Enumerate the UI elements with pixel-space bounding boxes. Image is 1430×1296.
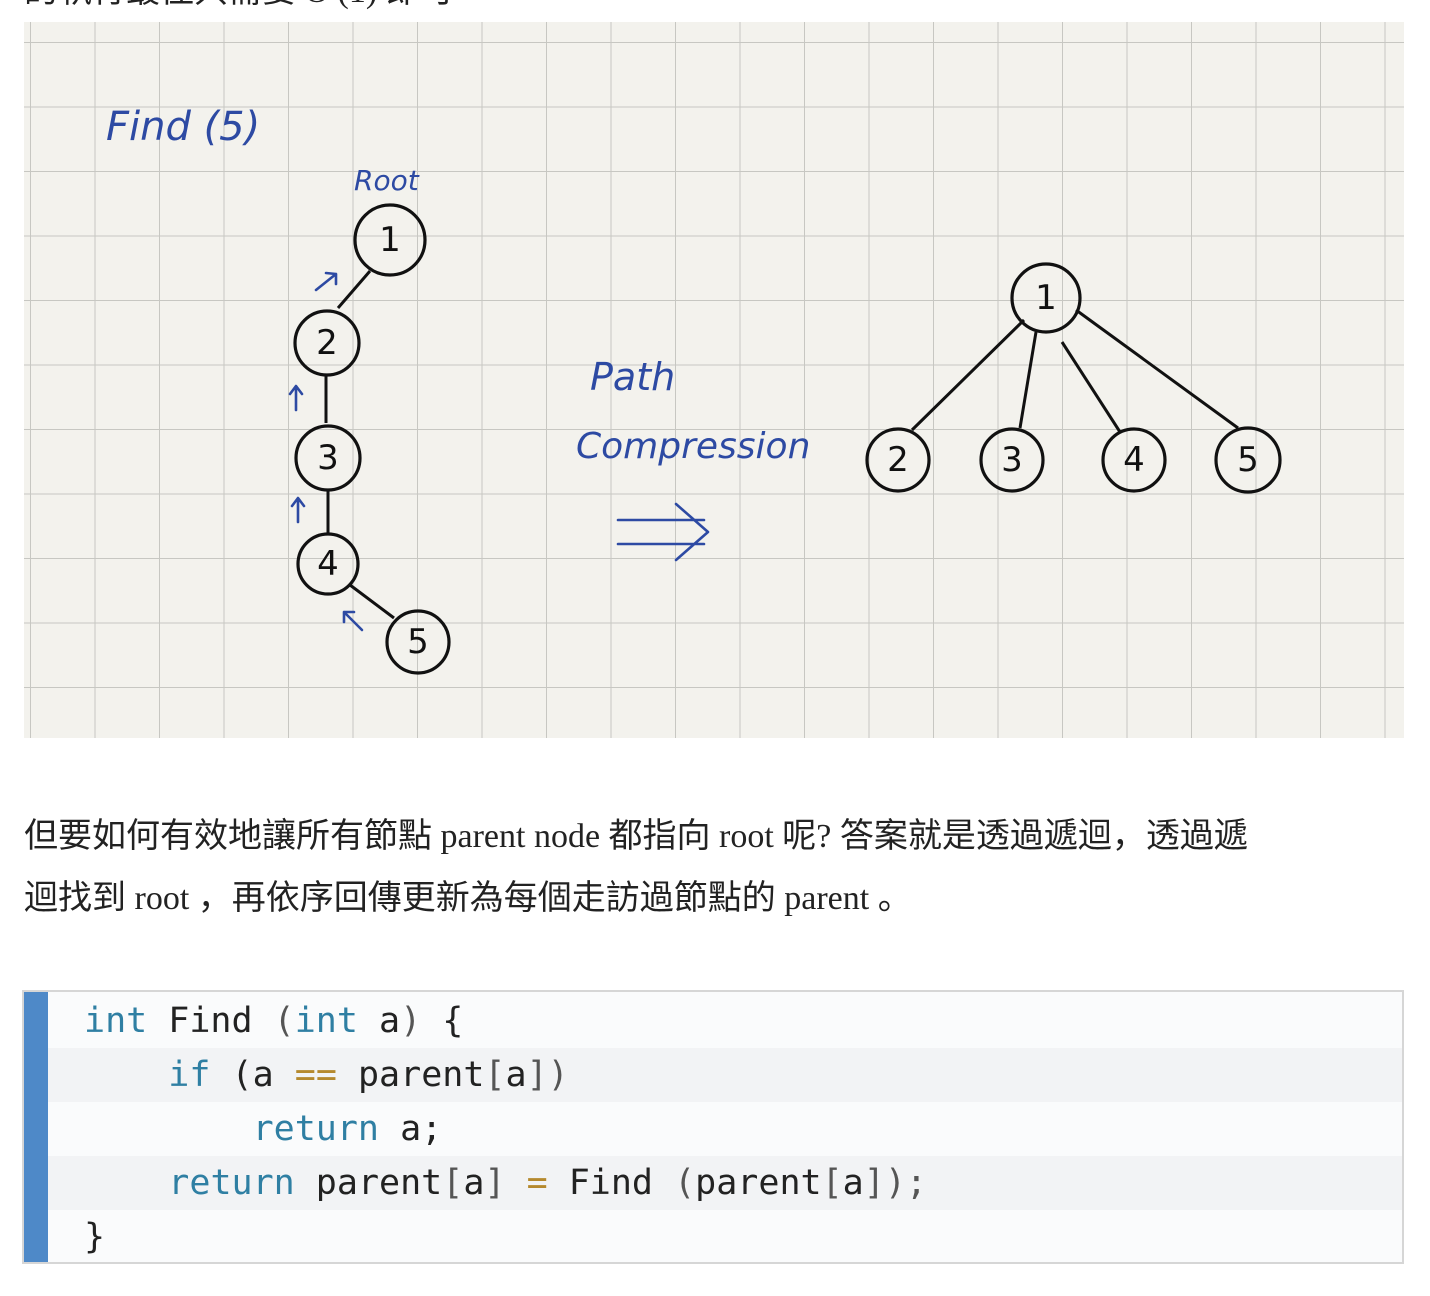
svg-text:3: 3 <box>317 438 339 478</box>
code-accent-bar <box>24 992 48 1262</box>
compression-label: Compression <box>576 426 810 467</box>
left-node-3: 3 <box>294 424 362 492</box>
figure-title: Find (5) <box>106 104 260 150</box>
code-line-2: if (a == parent[a]) <box>48 1048 1402 1102</box>
code-line-4: return parent[a] = Find (parent[a]); <box>48 1156 1402 1210</box>
edge-r1-2 <box>910 318 1026 432</box>
svg-text:4: 4 <box>1123 440 1145 480</box>
double-arrow-icon <box>616 502 710 562</box>
svg-text:2: 2 <box>887 440 909 480</box>
right-node-3: 3 <box>979 427 1045 493</box>
code-line-3: return a; <box>252 1109 443 1149</box>
left-node-1: 1 <box>353 203 427 277</box>
left-node-2: 2 <box>293 309 361 377</box>
path-label: Path <box>590 355 675 399</box>
edge-1-2 <box>336 270 372 309</box>
code-line-1: int Find (int a) { <box>84 1001 464 1041</box>
svg-text:5: 5 <box>1237 440 1259 480</box>
arrow-up-icon <box>288 384 304 412</box>
svg-text:3: 3 <box>1001 440 1023 480</box>
edge-r1-3 <box>1018 331 1038 429</box>
svg-text:2: 2 <box>316 323 338 363</box>
right-node-5: 5 <box>1214 426 1282 494</box>
arrow-up-right-icon <box>314 271 338 292</box>
figure-drawing: Find (5) Root 1 2 3 4 5 <box>106 104 1282 675</box>
edge-4-5 <box>349 583 395 620</box>
right-node-1: 1 <box>1010 262 1082 334</box>
code-line-5: } <box>84 1217 106 1257</box>
edge-r1-5 <box>1075 308 1239 430</box>
left-node-4: 4 <box>296 532 360 596</box>
svg-text:4: 4 <box>317 544 339 584</box>
svg-text:1: 1 <box>379 220 401 260</box>
code-block: int Find (int a) { if (a == parent[a]) r… <box>22 990 1404 1264</box>
arrow-up-left-icon <box>342 610 364 632</box>
root-label: Root <box>354 164 420 197</box>
edge-r1-4 <box>1060 341 1122 433</box>
left-node-5: 5 <box>385 609 451 675</box>
arrow-up-icon <box>290 496 306 524</box>
top-text-fragment: 的執行最佳只需要 O (1) 即可 <box>24 0 454 12</box>
explanation-paragraph: 但要如何有效地讓所有節點 parent node 都指向 root 呢? 答案就… <box>24 806 1394 930</box>
right-node-2: 2 <box>865 427 931 493</box>
path-compression-figure: Find (5) Root 1 2 3 4 5 <box>24 22 1404 738</box>
svg-text:1: 1 <box>1035 278 1057 318</box>
right-node-4: 4 <box>1101 427 1167 493</box>
svg-text:5: 5 <box>407 622 429 662</box>
paragraph-line-2: 迴找到 root ，再依序回傳更新為每個走訪過節點的 parent 。 <box>24 880 912 917</box>
paragraph-line-1: 但要如何有效地讓所有節點 parent node 都指向 root 呢? 答案就… <box>24 818 1248 855</box>
